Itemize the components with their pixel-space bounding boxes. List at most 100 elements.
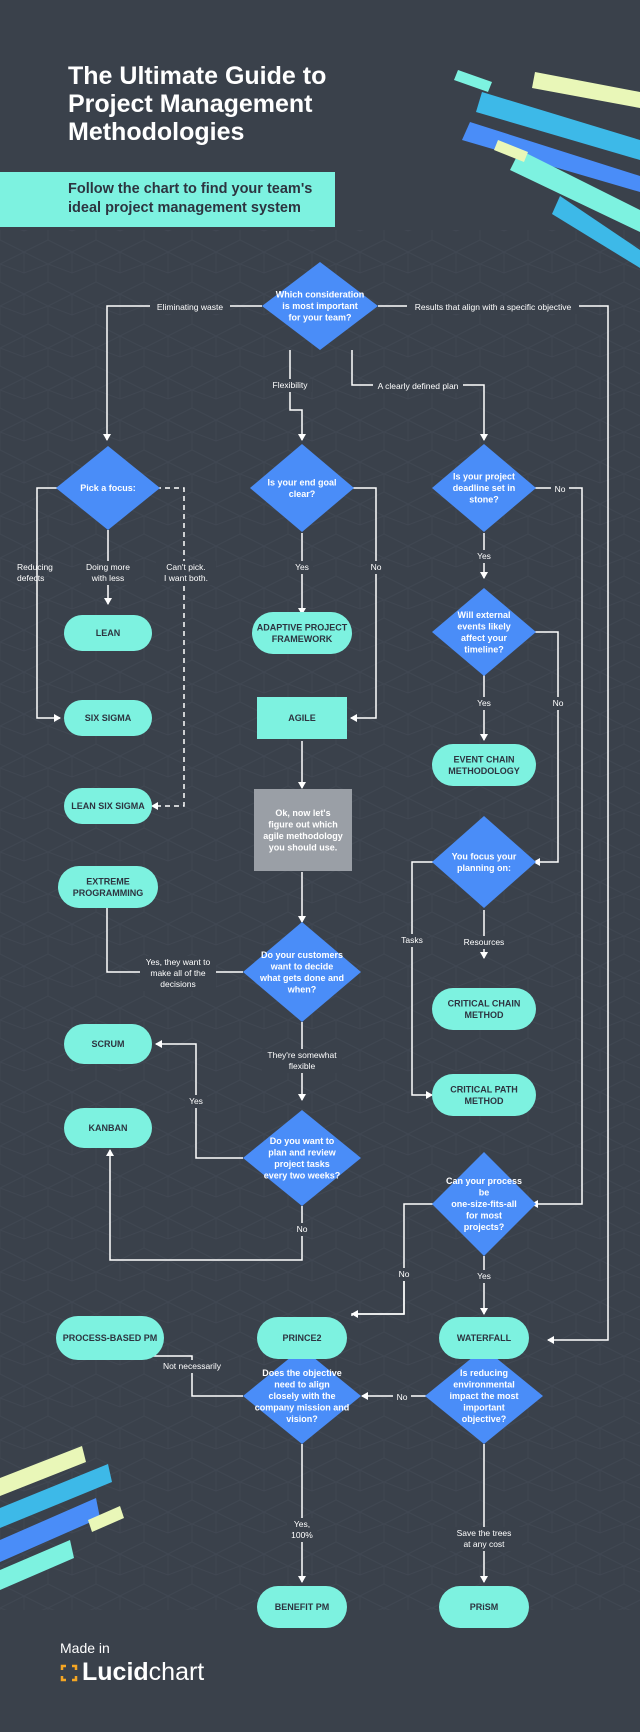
waterfall-result-label: WATERFALL <box>457 1333 512 1343</box>
lean-six-sigma-result-label: LEAN SIX SIGMA <box>71 801 145 811</box>
connector-arrow <box>532 631 559 866</box>
prism-result: PRiSM <box>439 1586 529 1628</box>
lean-result-label: LEAN <box>96 628 121 638</box>
edge-label-no-onesize: No <box>395 1268 413 1281</box>
six-sigma-result-label: SIX SIGMA <box>85 713 132 723</box>
connector-arrow <box>151 487 185 810</box>
edge-label-text: No <box>397 1392 408 1402</box>
edge-label-text: Yes <box>477 1271 491 1281</box>
edge-label-no-twoweeks: No <box>293 1223 311 1236</box>
edge-label-text: No <box>553 698 564 708</box>
edge-label-clearly-defined: A clearly defined plan <box>373 380 463 393</box>
connector-arrow <box>350 487 377 722</box>
brand-name-light: chart <box>148 1658 205 1686</box>
edge-label-yes-external: Yes <box>473 697 495 710</box>
edge-labels: Eliminating waste Results that align with… <box>17 301 579 1551</box>
brand-name-bold: Lucid <box>82 1658 149 1686</box>
edge-label-text: Flexibility <box>273 380 309 390</box>
edge-label-cant-pick: Can't pick.I want both. <box>156 561 216 585</box>
connector-arrow <box>351 1280 405 1318</box>
prince2-result-label: PRINCE2 <box>282 1333 321 1343</box>
made-in-label: Made in <box>60 1640 110 1656</box>
edge-label-flexibility: Flexibility <box>268 379 312 392</box>
edge-label-yes-endgoal: Yes <box>291 561 313 574</box>
page-title: The Ultimate Guide to Project Management… <box>68 62 327 146</box>
edge-label-resources: Resources <box>460 936 508 949</box>
edge-label-no-deadline: No <box>551 483 569 496</box>
edge-label-text: No <box>399 1269 410 1279</box>
edge-label-specific-objective: Results that align with a specific objec… <box>407 301 579 314</box>
edge-label-text: Yes,100% <box>291 1519 313 1540</box>
edge-label-yes-twoweeks: Yes <box>185 1095 207 1108</box>
lean-six-sigma-result: LEAN SIX SIGMA <box>64 788 152 824</box>
edge-label-text: A clearly defined plan <box>378 381 459 391</box>
pick-focus-decision: Pick a focus: <box>56 446 160 530</box>
edge-label-text: Resources <box>464 937 505 947</box>
decorative-stripes <box>0 70 640 1590</box>
benefit-pm-result-label: BENEFIT PM <box>275 1602 330 1612</box>
edge-label-text: Yes <box>477 551 491 561</box>
subtitle-banner: Follow the chart to find your team's ide… <box>0 172 335 227</box>
edge-label-text: Tasks <box>401 935 423 945</box>
edge-label-text: No <box>371 562 382 572</box>
edge-label-text: Yes <box>477 698 491 708</box>
process-based-pm-result-label: PROCESS-BASED PM <box>63 1333 158 1343</box>
benefit-pm-result: BENEFIT PM <box>257 1586 347 1628</box>
kanban-result-label: KANBAN <box>89 1123 128 1133</box>
waterfall-result: WATERFALL <box>439 1317 529 1359</box>
pick-focus-decision-label: Pick a focus: <box>80 483 136 493</box>
process-based-pm-result: PROCESS-BASED PM <box>56 1316 164 1360</box>
edge-label-no-external: No <box>549 697 567 710</box>
edge-label-text: Eliminating waste <box>157 302 223 312</box>
edge-label-yes-100: Yes,100% <box>287 1518 317 1542</box>
connector-arrow <box>411 861 436 1099</box>
prism-result-label: PRiSM <box>470 1602 499 1612</box>
agile-result-label: AGILE <box>288 713 316 723</box>
edge-label-text: Results that align with a specific objec… <box>415 302 572 312</box>
edge-label-text: No <box>555 484 566 494</box>
connector-arrow <box>36 487 61 722</box>
scrum-result: SCRUM <box>64 1024 152 1064</box>
lucidchart-logo-icon <box>60 1664 78 1681</box>
edge-label-eliminating-waste: Eliminating waste <box>150 301 230 314</box>
edge-label-text: Yes <box>295 562 309 572</box>
